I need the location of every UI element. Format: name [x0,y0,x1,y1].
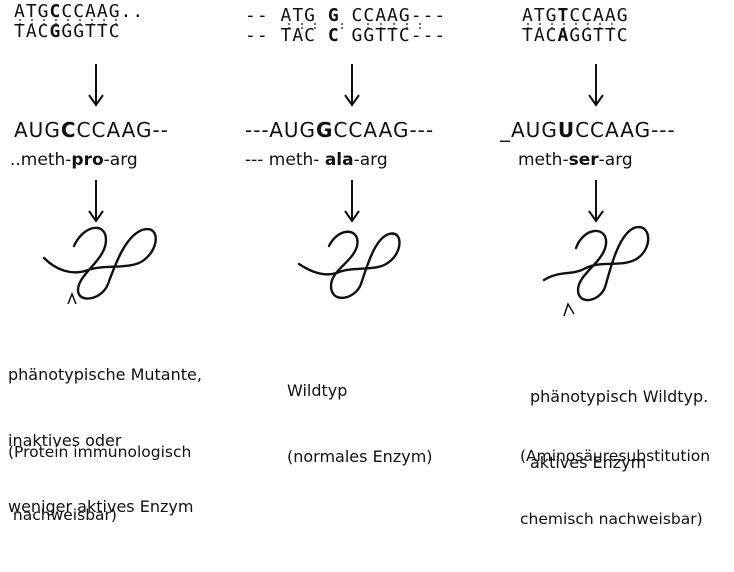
down-arrow-icon [588,64,604,107]
down-arrow-icon [88,64,104,107]
down-arrow-icon [344,180,360,223]
mutated-base: G [49,21,62,42]
dna-coding-strand: ATGCCCAAG.. [14,1,145,22]
peptide-sequence: meth-ser-arg [518,150,633,170]
reference-base: G [327,5,340,26]
dna-coding-strand: ATGTCCAAG [522,5,629,26]
mrna-sequence: ---AUGGCCAAG--- [245,118,435,142]
mutated-base: C [60,118,77,142]
down-arrow-icon [344,64,360,107]
panel-mutant: ATGCCCAAG.. TACGGGTTC AUGCCCAAG-- ..meth… [0,0,240,525]
panel-wildtype: -- ATG G CCAAG--- -- TAC C GGTTC--- ---A… [245,0,500,467]
hydrogen-bonds [288,23,421,31]
hydrogen-bonds [527,23,613,31]
phenotype-caption: Wildtyp (normales Enzym) [287,381,433,466]
substituted-amino-acid: ser [568,150,599,170]
peptide-sequence: ..meth-pro-arg [10,150,138,170]
dna-template-strand: TACAGGTTC [522,25,629,46]
folded-protein-icon [42,226,157,304]
detection-note: (Protein immunologisch nachweisbar) [8,443,192,524]
mutated-base: C [49,1,62,22]
folded-protein-icon [542,225,650,317]
mutated-base: U [557,118,576,142]
hydrogen-bonds [19,19,117,27]
mrna-sequence: _AUGUCCAAG--- [500,118,676,142]
mutated-base: T [557,5,570,26]
reference-base: G [316,118,334,142]
dna-template-strand: -- TAC C GGTTC--- [245,25,447,46]
dna-double-strand: ATGCCCAAG.. TACGGGTTC [14,2,144,42]
dna-template-strand: TACGGGTTC [14,21,121,42]
dna-coding-strand: -- ATG G CCAAG--- [245,5,447,26]
reference-amino-acid: ala [324,150,354,170]
dna-double-strand: -- ATG G CCAAG--- -- TAC C GGTTC--- [245,6,446,46]
folded-protein-icon [297,230,401,299]
reference-base: C [327,25,340,46]
detection-note: (Aminosäuresubstitution chemisch nachwei… [520,447,711,528]
panel-silent-substitution: ATGTCCAAG TACAGGTTC _AUGUCCAAG--- meth-s… [500,0,734,529]
peptide-sequence: --- meth- ala-arg [245,150,388,170]
down-arrow-icon [88,180,104,223]
dna-double-strand: ATGTCCAAG TACAGGTTC [522,6,629,46]
down-arrow-icon [588,180,604,223]
mutated-base: A [557,25,570,46]
mrna-sequence: AUGCCCAAG-- [14,118,169,142]
substituted-amino-acid: pro [71,150,104,170]
